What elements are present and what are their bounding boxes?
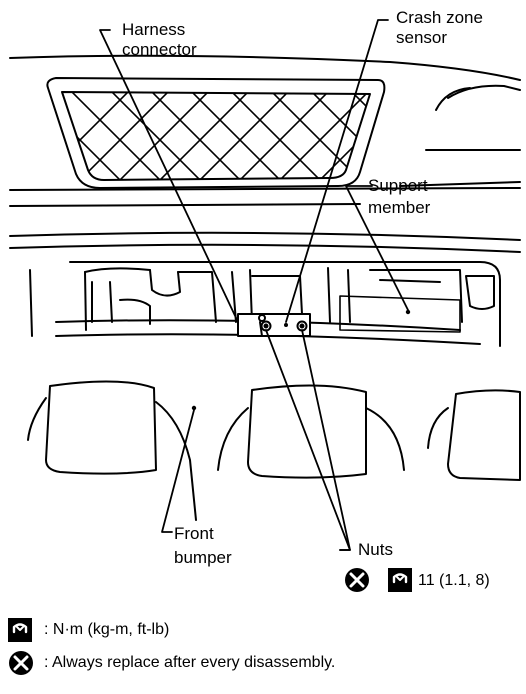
- label-nuts: Nuts: [358, 540, 393, 559]
- torque-wrench-icon: [388, 568, 412, 592]
- always-replace-icon: [345, 568, 369, 592]
- leader-nuts-right: [301, 329, 351, 551]
- support-member: [339, 295, 461, 333]
- leader-support-member: [345, 185, 409, 311]
- leader-front-bumper: [161, 409, 195, 533]
- label-support-member-line2: member: [368, 198, 431, 217]
- leader-harness-connector: [99, 29, 239, 323]
- leader-crash-zone-sensor: [285, 19, 389, 323]
- torque-spec: 11 (1.1, 8): [418, 572, 490, 589]
- label-front-bumper-line1: Front: [174, 524, 214, 543]
- label-harness-connector-line1: Harness: [122, 20, 186, 39]
- label-harness-connector-line2: connector: [122, 40, 197, 59]
- legend-always-replace: : Always replace after every disassembly…: [44, 654, 336, 671]
- bumper-pad-left: [45, 380, 157, 475]
- harness-connector: [258, 314, 266, 322]
- label-crash-zone-sensor-line1: Crash zone: [396, 8, 483, 27]
- leader-nuts-left: [265, 329, 351, 551]
- crash-zone-sensor: [237, 313, 311, 337]
- bumper-pad-center: [247, 384, 367, 479]
- leader-lines: [99, 19, 409, 551]
- legend-always-replace-icon: [9, 651, 33, 675]
- upper-body-line: [9, 187, 521, 191]
- bumper-pad-right: [447, 389, 521, 481]
- fender-line: [435, 87, 471, 111]
- label-support-member-line1: Support: [368, 176, 428, 195]
- legend-torque-wrench-icon: [8, 618, 32, 642]
- hood-panel: [9, 54, 521, 81]
- headlamp-edge: [447, 84, 521, 99]
- legend-torque-unit: : N·m (kg-m, ft-lb): [44, 621, 170, 638]
- label-front-bumper-line2: bumper: [174, 548, 232, 567]
- core-support: [69, 261, 501, 317]
- label-crash-zone-sensor-line2: sensor: [396, 28, 448, 47]
- grille-frame: [46, 77, 386, 189]
